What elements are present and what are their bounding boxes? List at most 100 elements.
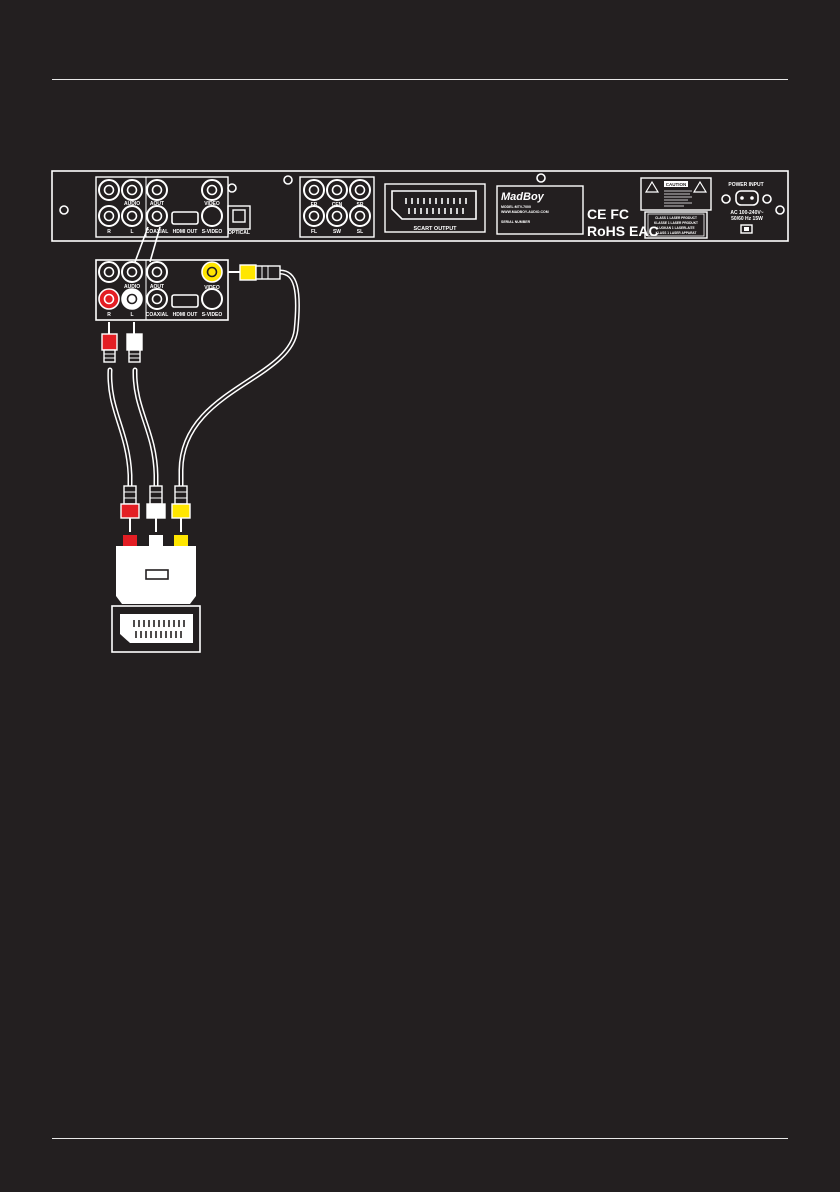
laser-line-4: KLASS 1 LASER APPARAT	[656, 231, 697, 235]
rca-jack-icon	[326, 205, 348, 227]
r-label: R	[107, 229, 111, 235]
fl-label: FL	[311, 229, 317, 235]
screw-hole	[762, 194, 772, 204]
rca-plug-red-lower	[120, 485, 140, 532]
rca-jack-icon	[349, 179, 371, 201]
rca-plug-icon	[239, 264, 257, 281]
audio-l-jack-white	[121, 288, 143, 310]
power-rating-2: 50/60 Hz 15W	[731, 216, 763, 222]
rca-plug-yellow-upper	[228, 264, 281, 281]
adapter-switch	[145, 569, 169, 580]
rca-plug-icon	[126, 333, 143, 351]
top-rule	[52, 79, 788, 80]
bottom-rule	[52, 1138, 788, 1139]
rca-jack-icon	[121, 179, 143, 201]
rca-jack-icon	[121, 205, 143, 227]
rca-jack-icon	[326, 179, 348, 201]
coaxial-label: COAXIAL	[146, 229, 169, 235]
rca-plug-red-upper	[101, 322, 118, 363]
audio-label: AUDIO	[124, 201, 140, 207]
laser-line-2: KLASSE 1 LASER PRODUKT	[654, 221, 698, 225]
rca-plug-icon	[120, 503, 140, 519]
model-line: MODEL:MTV-7000	[501, 205, 531, 209]
fr-label: FR	[311, 202, 318, 208]
aout-label: AOUT	[150, 201, 164, 207]
warning-triangle-icon	[692, 180, 708, 193]
rating-label: MadBoy MODEL:MTV-7000 WWW.MADBOY-AUDIO.C…	[496, 185, 584, 235]
cen-label: CEN	[332, 202, 343, 208]
screw-hole	[721, 194, 731, 204]
l-label: L	[130, 312, 133, 318]
rohs-eac-mark: RoHS EAC	[587, 223, 659, 239]
coaxial-jack-icon	[146, 288, 168, 310]
rca-jack-icon	[303, 205, 325, 227]
optical-label: OPTICAL	[228, 230, 250, 236]
screw-hole	[536, 173, 546, 183]
hdmi-port-icon	[171, 211, 199, 225]
hdmi-out-label: HDMI OUT	[173, 229, 198, 235]
aout-label: AOUT	[150, 284, 164, 290]
zoom-callout	[134, 226, 161, 263]
rca-jack-icon	[98, 205, 120, 227]
warning-triangle-icon	[644, 180, 660, 193]
rca-jack-icon	[146, 179, 168, 201]
av-output-block: AUDIO AOUT VIDEO R L COAXIAL HDMI OUT S-…	[95, 176, 229, 238]
caution-text: CAUTION	[666, 182, 687, 187]
laser-class-label: CLASS 1 LASER PRODUCT KLASSE 1 LASER PRO…	[644, 211, 708, 239]
rca-plug-icon	[171, 503, 191, 519]
rca-jack-icon	[303, 179, 325, 201]
adapter-input-white	[149, 535, 163, 546]
optical-port: OPTICAL	[227, 205, 251, 236]
s-video-label: S-VIDEO	[202, 229, 223, 235]
laser-line-3: LUOKAN 1 LASERLAITE	[657, 226, 694, 230]
rca-jack-icon	[98, 179, 120, 201]
ce-fc-mark: CE FC	[587, 206, 629, 222]
video-label: VIDEO	[204, 201, 220, 207]
power-socket-icon	[735, 190, 759, 206]
r-label: R	[107, 312, 111, 318]
s-video-port-icon	[201, 205, 223, 227]
sl-label: SL	[357, 229, 363, 235]
video-label: VIDEO	[204, 285, 220, 291]
scart-adapter-icon	[116, 546, 196, 590]
s-video-label: S-VIDEO	[202, 312, 223, 318]
rca-plug-yellow-lower	[171, 485, 191, 532]
adapter-input-yellow	[174, 535, 188, 546]
adapter-input-red	[123, 535, 137, 546]
rca-jack-icon	[201, 179, 223, 201]
scart-port-icon	[391, 190, 477, 220]
audio-r-jack-red	[98, 288, 120, 310]
hdmi-out-label: HDMI OUT	[173, 312, 198, 318]
screw-hole	[227, 183, 237, 193]
rca-plug-white-lower	[146, 485, 166, 532]
rca-jack-icon	[98, 261, 120, 283]
sw-label: SW	[333, 229, 341, 235]
caution-label: CAUTION	[640, 177, 712, 211]
power-rating-1: AC 100-240V~	[730, 210, 763, 216]
scart-adapter	[111, 535, 201, 653]
surround-output-block: FR CEN SR FL SW SL	[299, 176, 375, 238]
coaxial-label: COAXIAL	[146, 312, 169, 318]
brand-logo: MadBoy	[501, 191, 545, 203]
rca-cables	[107, 269, 300, 491]
rca-jack-icon	[121, 261, 143, 283]
coaxial-jack-icon	[146, 205, 168, 227]
hdmi-port-icon	[171, 294, 199, 308]
sr-label: SR	[357, 202, 364, 208]
rear-panel: AUDIO AOUT VIDEO R L COAXIAL HDMI OUT S-…	[51, 170, 789, 242]
l-label: L	[130, 229, 133, 235]
power-input-label: POWER INPUT	[728, 182, 763, 188]
mount-hole-left	[59, 205, 69, 215]
s-video-port-icon	[201, 288, 223, 310]
screw-hole	[283, 175, 293, 185]
optical-port-icon	[232, 209, 246, 223]
video-jack-yellow	[201, 261, 223, 283]
mount-hole-right	[775, 205, 785, 215]
serial-line: SERIAL NUMBER	[501, 220, 531, 224]
audio-label: AUDIO	[124, 284, 140, 290]
power-input: POWER INPUT AC 100-240V~ 50/60 Hz 15W	[721, 182, 772, 234]
av-block-enlarged: AUDIO AOUT VIDEO R L COAXIAL HDMI OUT S-…	[95, 259, 229, 321]
rca-jack-icon	[146, 261, 168, 283]
laser-line-1: CLASS 1 LASER PRODUCT	[655, 216, 697, 220]
